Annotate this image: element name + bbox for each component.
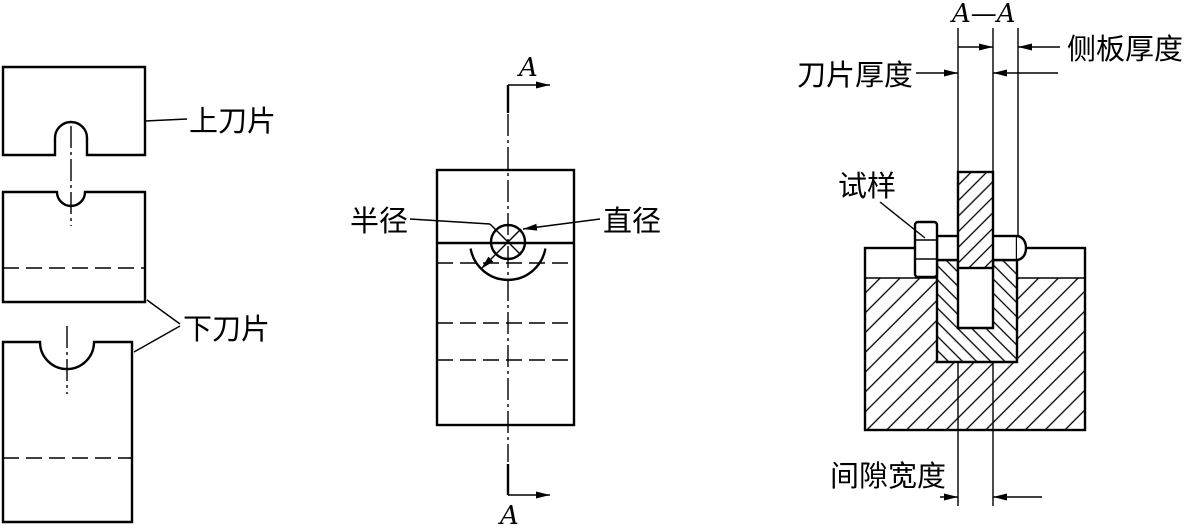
lower-blade-leader-upper xyxy=(146,299,181,325)
upper-blade-section xyxy=(956,170,995,270)
lower-blade-large-notch-outline xyxy=(1,340,134,524)
specimen-end-cap xyxy=(1016,234,1028,262)
blade-thickness-label: 刀片厚度 xyxy=(797,58,913,92)
lower-blade-leader-lower xyxy=(133,325,181,353)
section-title: A—A xyxy=(950,0,1016,29)
specimen-leader xyxy=(879,201,926,239)
blade-edge-arc xyxy=(469,248,547,281)
base-hatched-section xyxy=(865,278,1085,430)
blade-views: 上刀片 下刀片 xyxy=(1,65,276,524)
specimen-label: 试样 xyxy=(838,169,896,203)
lower-blade-label: 下刀片 xyxy=(183,312,270,346)
side-plate-thickness-label: 侧板厚度 xyxy=(1067,32,1183,66)
specimen-hole-circle xyxy=(489,223,527,261)
radius-label: 半径 xyxy=(350,204,408,238)
front-view: A A 半径 直径 xyxy=(350,53,661,526)
diameter-line xyxy=(489,223,522,256)
radius-leader xyxy=(409,218,491,225)
upper-blade-outline xyxy=(1,65,147,157)
section-view: A—A 侧板厚度 刀片厚度 试样 间隙宽度 xyxy=(797,0,1183,506)
radius-arrow xyxy=(480,228,522,270)
upper-blade-leader xyxy=(144,118,188,122)
section-mark-bottom: A xyxy=(498,501,519,526)
lower-blade-small-notch-outline xyxy=(1,190,147,304)
section-mark-top: A xyxy=(517,53,538,83)
diameter-label: 直径 xyxy=(603,204,661,238)
specimen-head xyxy=(913,220,939,279)
lower-blade-section xyxy=(935,258,1019,364)
gap-width-label: 间隙宽度 xyxy=(830,459,946,493)
front-view-outline xyxy=(435,168,576,427)
upper-blade-label: 上刀片 xyxy=(189,104,276,138)
diameter-leader xyxy=(522,218,601,231)
